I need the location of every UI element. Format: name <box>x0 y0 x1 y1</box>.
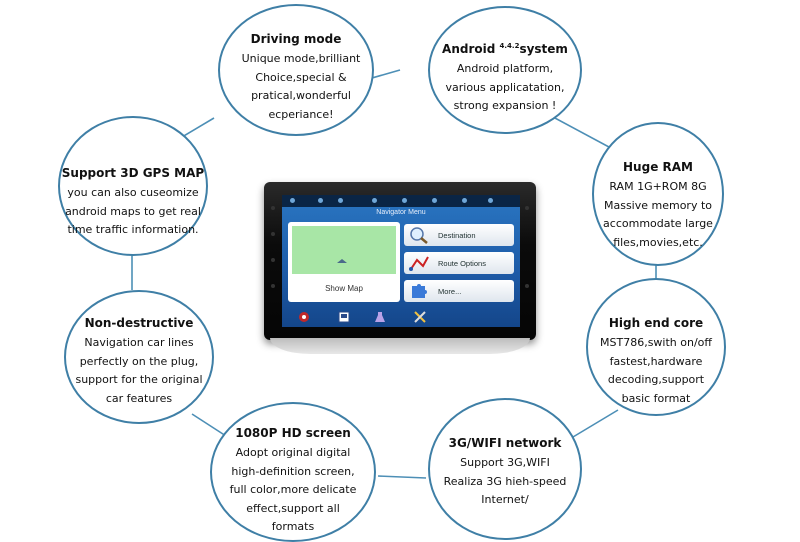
more-label: More... <box>438 287 462 296</box>
navigator-menu-title: Navigator Menu <box>376 209 426 216</box>
feature-3d-gps-map: Support 3D GPS MAP you can also cuseomiz… <box>58 116 208 256</box>
feature-body: Adopt original digital high-definition s… <box>229 446 357 533</box>
more-button[interactable]: More... <box>404 280 514 302</box>
flask-icon[interactable] <box>374 311 386 323</box>
hardware-button <box>271 284 275 288</box>
feature-non-destructive: Non-destructive Navigation car lines per… <box>64 290 214 424</box>
route-options-button[interactable]: Route Options <box>404 252 514 274</box>
status-indicator <box>372 198 377 203</box>
feature-huge-ram: Huge RAM RAM 1G+ROM 8G Massive memory to… <box>592 122 724 266</box>
destination-label: Destination <box>438 231 476 240</box>
status-indicator <box>488 198 493 203</box>
feature-android: Android 4.4.2system Android platform, va… <box>428 6 582 134</box>
route-options-label: Route Options <box>438 259 486 268</box>
bottom-toolbar <box>282 307 520 327</box>
puzzle-icon <box>412 284 427 298</box>
head-unit-base <box>270 338 530 354</box>
hardware-button <box>271 258 275 262</box>
connector-line <box>567 409 619 441</box>
flag-icon[interactable] <box>298 311 310 323</box>
android-suffix: system <box>519 42 568 56</box>
feature-title: Huge RAM <box>623 160 693 174</box>
status-indicator <box>462 198 467 203</box>
feature-1080p-hd-screen: 1080P HD screen Adopt original digital h… <box>210 402 376 542</box>
feature-title: Non-destructive <box>84 316 194 330</box>
hardware-button <box>271 206 275 210</box>
feature-title: Support 3D GPS MAP <box>61 166 205 180</box>
destination-button[interactable]: Destination <box>404 224 514 246</box>
position-arrow-icon <box>337 259 347 263</box>
feature-body: Android platform, various applicatation,… <box>445 62 565 112</box>
status-indicator <box>432 198 437 203</box>
feature-body: RAM 1G+ROM 8G Massive memory to accommod… <box>603 180 713 249</box>
feature-title: Driving mode <box>250 32 342 46</box>
hardware-button <box>525 206 529 210</box>
device-screen: Navigator Menu Show Map Destination Rout… <box>282 195 520 327</box>
status-indicator <box>290 198 295 203</box>
feature-body: MST786,swith on/off fastest,hardware dec… <box>600 336 712 405</box>
android-version: 4.4.2 <box>499 42 520 50</box>
show-map-button[interactable]: Show Map <box>288 222 400 302</box>
feature-body: Support 3G,WIFI Realiza 3G hieh-speed In… <box>443 456 567 506</box>
status-bar <box>282 195 520 207</box>
feature-title: 1080P HD screen <box>235 426 351 440</box>
route-icon <box>409 256 429 271</box>
feature-title: High end core <box>608 316 704 330</box>
feature-high-end-core: High end core MST786,swith on/off fastes… <box>586 278 726 416</box>
status-indicator <box>318 198 323 203</box>
feature-body: Navigation car lines perfectly on the pl… <box>75 336 203 405</box>
feature-driving-mode: Driving mode Unique mode,brilliant Choic… <box>218 4 374 136</box>
show-map-label: Show Map <box>325 284 363 293</box>
feature-title: 3G/WIFI network <box>448 436 562 450</box>
feature-body: you can also cuseomize android maps to g… <box>65 186 201 236</box>
status-indicator <box>402 198 407 203</box>
settings-icon[interactable] <box>338 311 350 323</box>
magnifier-icon <box>410 227 428 244</box>
feature-title: Android 4.4.2system <box>430 42 580 56</box>
android-label: Android <box>442 42 496 56</box>
hardware-button <box>525 284 529 288</box>
connector-line <box>377 475 427 479</box>
feature-3g-wifi-network: 3G/WIFI network Support 3G,WIFI Realiza … <box>428 398 582 540</box>
connector-line <box>191 413 227 437</box>
hardware-button <box>271 232 275 236</box>
feature-body: Unique mode,brilliant Choice,special & p… <box>241 52 361 121</box>
tools-icon[interactable] <box>414 311 426 323</box>
status-indicator <box>338 198 343 203</box>
map-preview <box>292 226 396 274</box>
